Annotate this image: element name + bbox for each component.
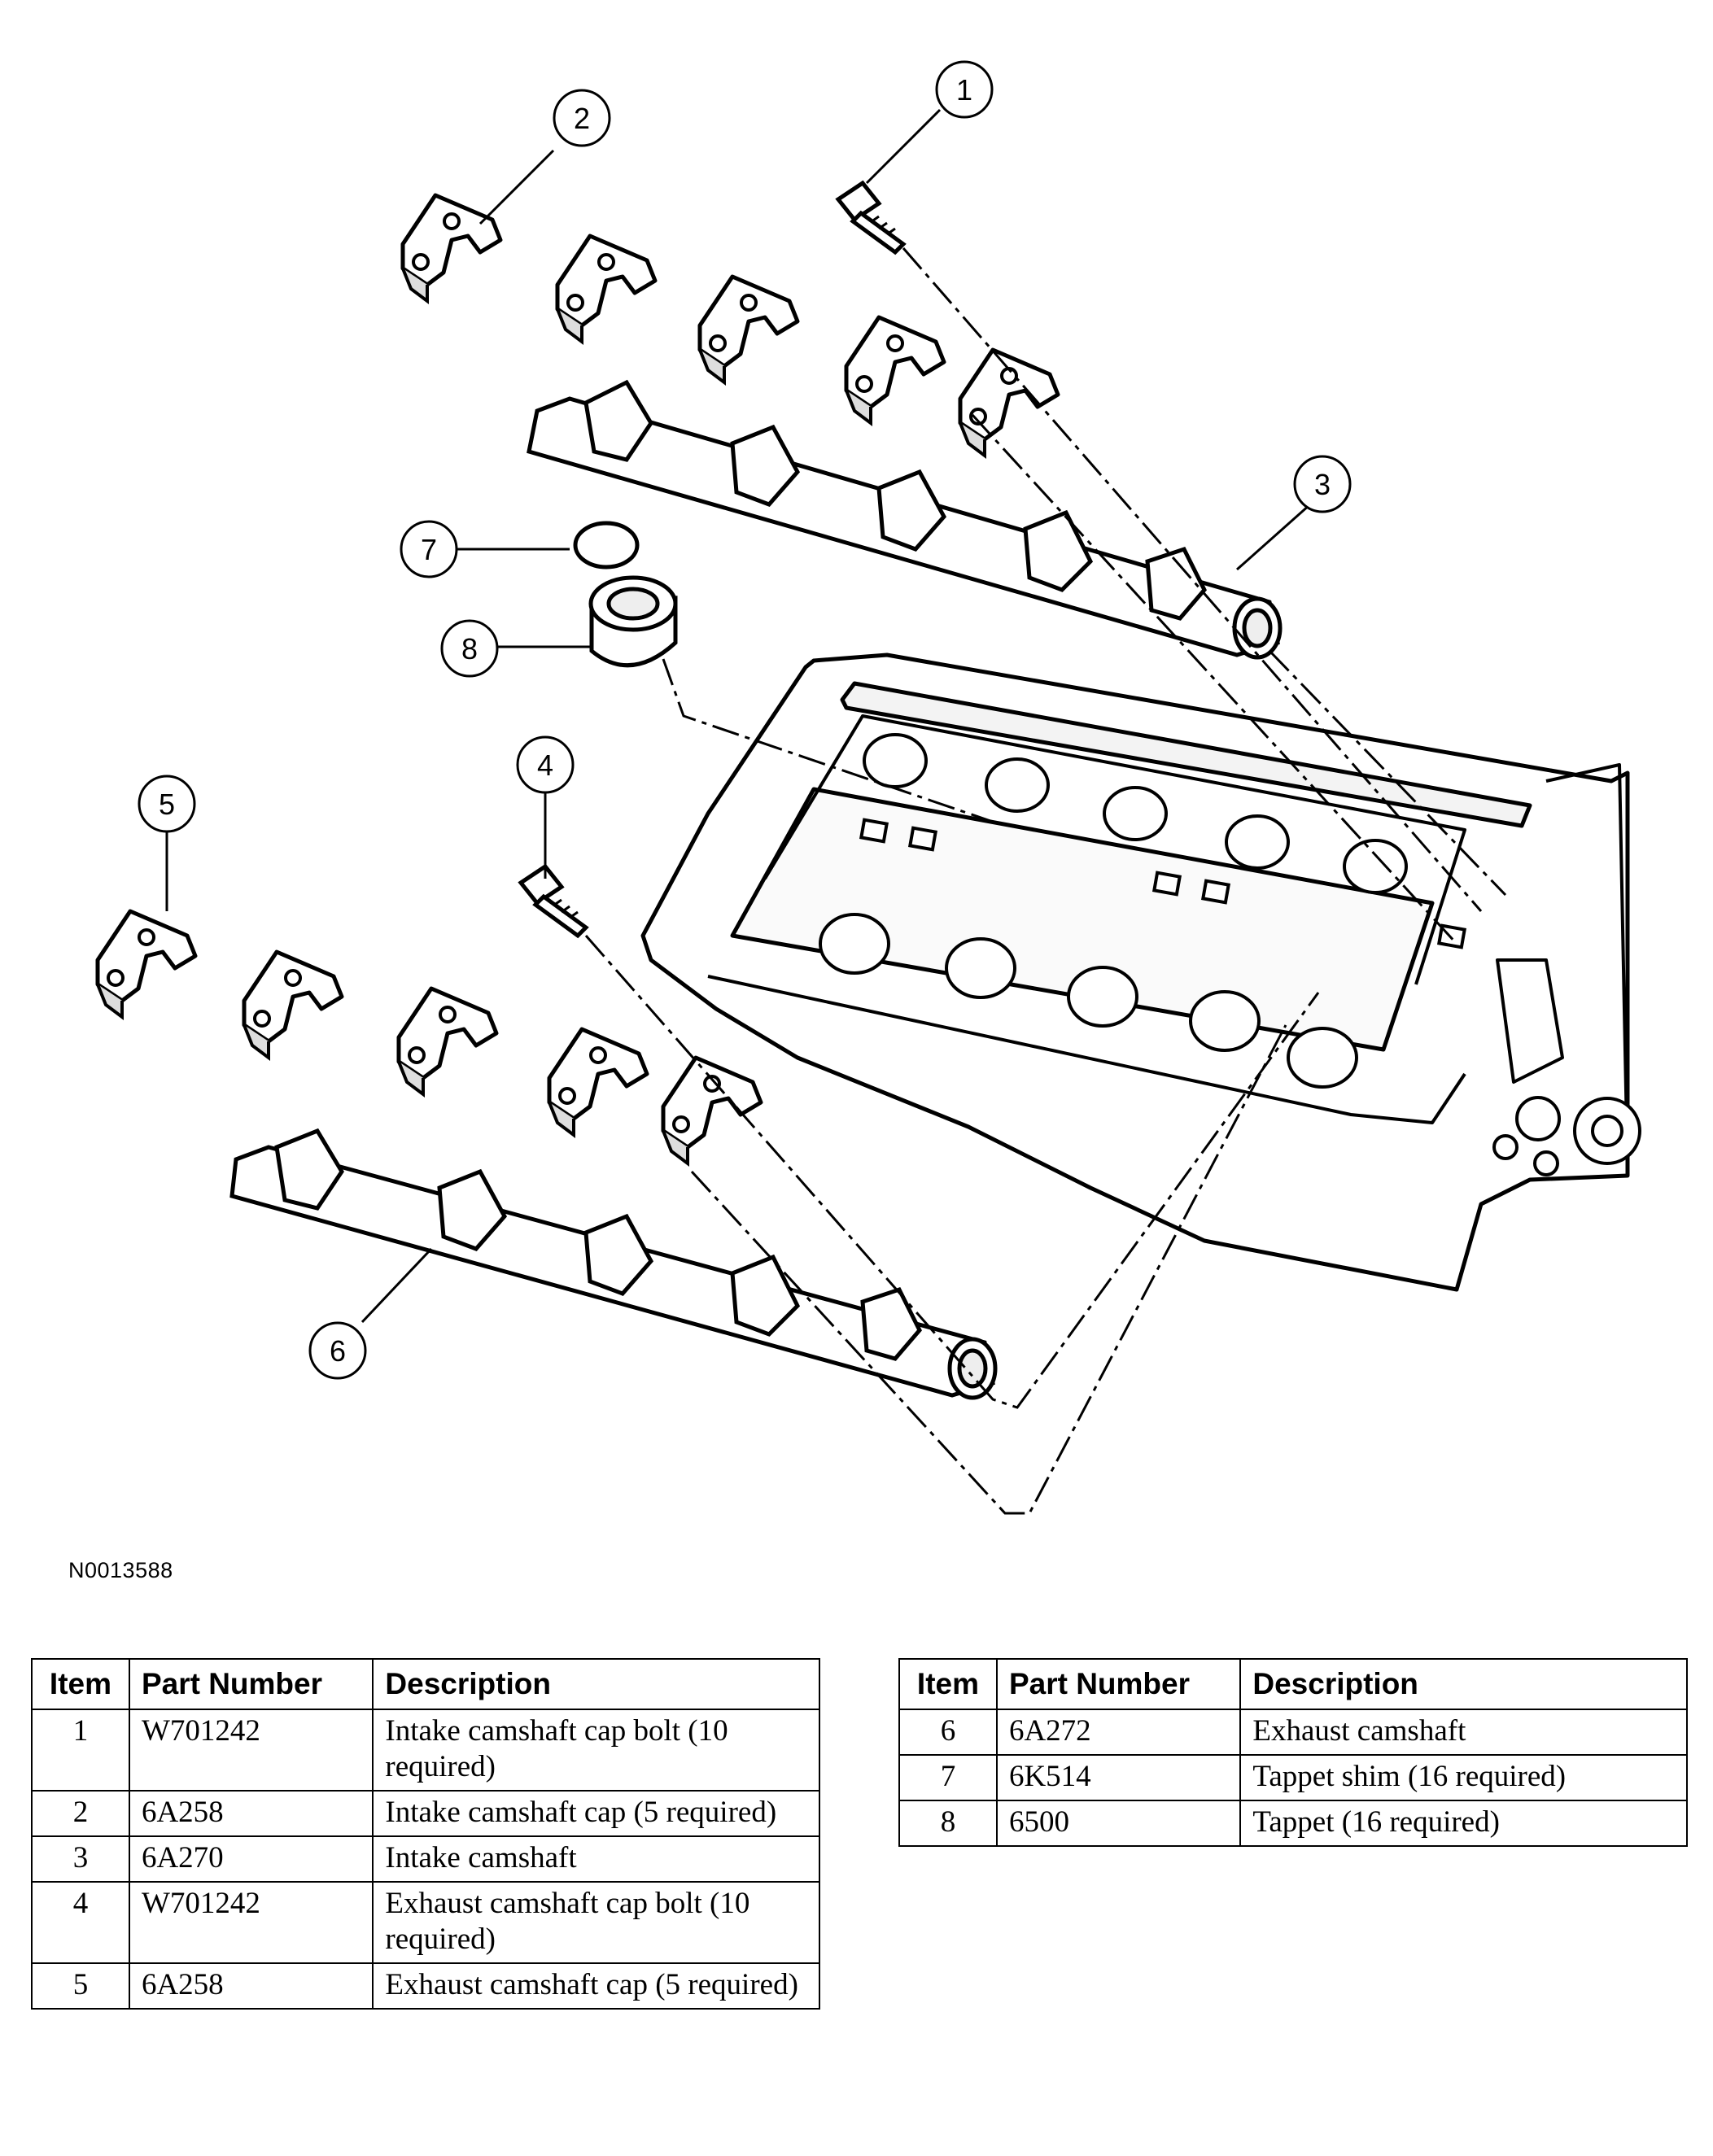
cell-description: Tappet shim (16 required) xyxy=(1239,1754,1688,1801)
table-row: 8 6500 Tappet (16 required) xyxy=(898,1800,1688,1847)
callout-1: 1 xyxy=(935,60,994,119)
header-item: Item xyxy=(898,1658,998,1710)
table-row: 5 6A258 Exhaust camshaft cap (5 required… xyxy=(31,1962,820,2010)
cell-item: 2 xyxy=(31,1790,130,1837)
cell-item: 8 xyxy=(898,1800,998,1847)
cell-part-number: W701242 xyxy=(128,1709,374,1792)
header-part-number: Part Number xyxy=(128,1658,374,1710)
cell-part-number: 6A258 xyxy=(128,1962,374,2010)
tappet-shim xyxy=(573,521,640,570)
valve-openings xyxy=(819,733,1641,1176)
cell-part-number: 6A258 xyxy=(128,1790,374,1837)
cell-item: 7 xyxy=(898,1754,998,1801)
callout-5: 5 xyxy=(138,775,196,833)
table-row: 1 W701242 Intake camshaft cap bolt (10 r… xyxy=(31,1709,820,1792)
svg-text:6: 6 xyxy=(330,1334,346,1368)
intake-camshaft-caps xyxy=(403,195,1058,456)
cell-part-number: W701242 xyxy=(128,1881,374,1964)
cell-description: Intake camshaft cap bolt (10 required) xyxy=(372,1709,820,1792)
cell-part-number: 6500 xyxy=(995,1800,1242,1847)
cell-item: 3 xyxy=(31,1835,130,1883)
svg-text:8: 8 xyxy=(461,632,478,666)
callout-6: 6 xyxy=(308,1321,367,1380)
callout-2: 2 xyxy=(553,89,611,147)
table-row: 3 6A270 Intake camshaft xyxy=(31,1835,820,1883)
header-item: Item xyxy=(31,1658,130,1710)
cell-item: 4 xyxy=(31,1881,130,1964)
callout-7: 7 xyxy=(400,520,458,578)
figure-id: N0013588 xyxy=(68,1558,173,1582)
cell-part-number: 6A272 xyxy=(995,1709,1242,1756)
cell-item: 6 xyxy=(898,1709,998,1756)
callout-4: 4 xyxy=(516,735,575,794)
cell-item: 5 xyxy=(31,1962,130,2010)
exhaust-camshaft xyxy=(229,1128,998,1400)
svg-text:5: 5 xyxy=(159,788,175,821)
table-row: 6 6A272 Exhaust camshaft xyxy=(898,1709,1688,1756)
cell-description: Intake camshaft cap (5 required) xyxy=(372,1790,820,1837)
callout-8: 8 xyxy=(440,619,499,678)
cylinder-head xyxy=(640,652,1630,1292)
cell-part-number: 6K514 xyxy=(995,1754,1242,1801)
table-row: 2 6A258 Intake camshaft cap (5 required) xyxy=(31,1790,820,1837)
exploded-view-diagram: 1 2 3 4 5 6 7 8 xyxy=(0,60,1641,1515)
table-row: 4 W701242 Exhaust camshaft cap bolt (10 … xyxy=(31,1881,820,1964)
header-description: Description xyxy=(1239,1658,1688,1710)
phantom-lines xyxy=(584,247,1507,1515)
svg-text:7: 7 xyxy=(421,533,437,566)
cell-part-number: 6A270 xyxy=(128,1835,374,1883)
table-row: 7 6K514 Tappet shim (16 required) xyxy=(898,1754,1688,1801)
parts-table-left: Item Part Number Description 1 W701242 I… xyxy=(31,1658,820,2010)
callout-leaders xyxy=(165,108,1311,1324)
cell-description: Exhaust camshaft xyxy=(1239,1709,1688,1756)
svg-text:4: 4 xyxy=(537,748,553,782)
svg-text:1: 1 xyxy=(956,73,972,107)
callout-3: 3 xyxy=(1293,455,1352,513)
cell-item: 1 xyxy=(31,1709,130,1792)
table-header-row: Item Part Number Description xyxy=(31,1658,820,1710)
header-description: Description xyxy=(372,1658,820,1710)
header-part-number: Part Number xyxy=(995,1658,1242,1710)
parts-table-right: Item Part Number Description 6 6A272 Exh… xyxy=(898,1658,1688,1847)
svg-text:3: 3 xyxy=(1314,468,1331,501)
exhaust-cap-bolt xyxy=(518,863,589,939)
cell-description: Exhaust camshaft cap (5 required) xyxy=(372,1962,820,2010)
cell-description: Intake camshaft xyxy=(372,1835,820,1883)
intake-camshaft xyxy=(527,379,1283,660)
cell-description: Tappet (16 required) xyxy=(1239,1800,1688,1847)
intake-cap-bolt xyxy=(835,180,907,255)
table-header-row: Item Part Number Description xyxy=(898,1658,1688,1710)
cell-description: Exhaust camshaft cap bolt (10 required) xyxy=(372,1881,820,1964)
tappet xyxy=(588,575,678,668)
svg-text:2: 2 xyxy=(574,102,590,135)
callouts: 1 2 3 4 5 6 7 8 xyxy=(138,60,1352,1380)
